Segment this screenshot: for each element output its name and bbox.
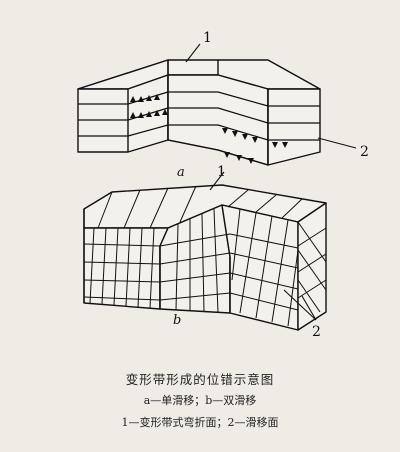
- callout-1-b-leader: [209, 171, 225, 191]
- callout-1-a-label: 1: [203, 30, 212, 46]
- diagram-a-sublabel: a: [177, 165, 185, 180]
- block-a-front-mid: [167, 74, 269, 166]
- diagram-b-sublabel: b: [173, 313, 181, 328]
- block-a-front-right: [267, 88, 321, 166]
- callout-1-a-leader: [185, 43, 201, 63]
- callout-2-b-leader-2: [301, 295, 317, 321]
- callout-2-a-label: 2: [360, 144, 369, 160]
- callout-2-b-leader-1: [283, 289, 317, 321]
- caption-legend-line-1: a—单滑移；b—双滑移: [143, 394, 257, 407]
- callout-1-b-label: 1: [217, 164, 226, 180]
- caption-title: 变形带形成的位错示意图: [125, 372, 275, 387]
- callout-2-b-label: 2: [312, 324, 321, 340]
- callout-2-a-leader: [317, 137, 357, 149]
- block-b-right-face: [297, 202, 327, 331]
- slip-grid-b: [83, 185, 327, 327]
- caption-legend-line-2: 1—变形带式弯折面；2—滑移面: [121, 416, 279, 429]
- dislocation-markers-a: [130, 94, 288, 164]
- diagram-a-block: [77, 59, 321, 166]
